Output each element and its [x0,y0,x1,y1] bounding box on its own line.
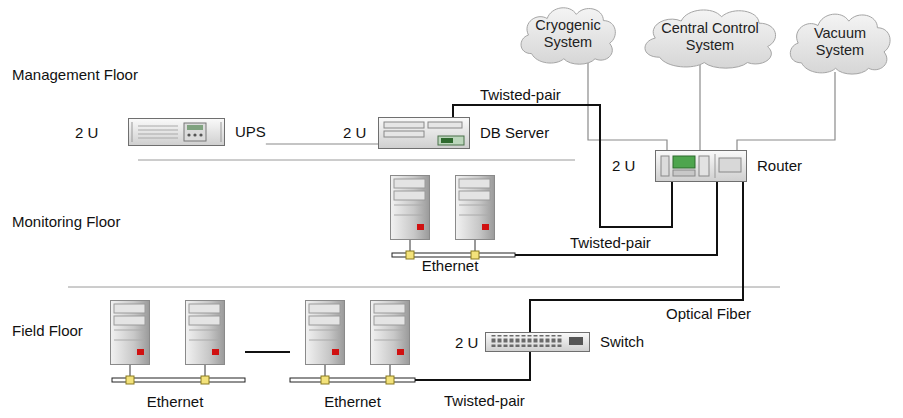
device-icon [128,118,225,146]
network-label: Ethernet [422,258,479,274]
device-label: DB Server [480,117,549,149]
network-link [453,105,672,227]
device-icon [485,332,590,352]
device-icon [655,150,747,182]
cloud-label: Vacuum System [800,25,880,59]
network-device: Switch [485,332,644,352]
network-link [515,182,717,255]
network-device: DB Server [378,117,549,149]
field-workstations [111,301,416,385]
floor-label: Field Floor [12,322,83,339]
rack-unit-label: 2 U [612,157,635,174]
rack-unit-label: 2 U [75,124,98,141]
monitoring-workstations [391,176,516,260]
floor-separator [138,160,575,161]
ethernet-group: Ethernet [105,296,245,410]
network-link [415,352,530,380]
device-label: Switch [600,332,644,352]
device-label: UPS [235,118,266,146]
ethernet-group: Ethernet [290,296,415,410]
floor-label: Monitoring Floor [12,213,120,230]
device-icon [378,117,470,149]
network-link [699,65,700,150]
cloud-outline [521,8,615,64]
network-label: Ethernet [147,394,204,410]
rack-unit-label: 2 U [455,334,478,351]
ethernet-group: Ethernet [385,172,515,274]
link-label: Twisted-pair [442,392,527,409]
network-link [737,72,835,150]
cloud-outline [790,14,890,74]
network-device: UPS [128,118,266,146]
floor-label: Management Floor [12,66,138,83]
cloud-system: Cryogenic System [516,2,620,66]
link-label: Twisted-pair [478,86,563,103]
floor-separator [68,287,780,288]
cloud-system: Vacuum System [785,8,895,76]
network-link [266,143,378,144]
cloud-label: Central Control System [653,20,767,54]
cloud-outline [645,10,776,68]
network-device: Router [655,150,802,182]
device-label: Router [757,150,802,182]
cloud-system: Central Control System [638,4,782,70]
cloud-label: Cryogenic System [531,17,605,51]
link-label: Optical Fiber [664,305,753,322]
link-label: Twisted-pair [568,234,653,251]
rack-unit-label: 2 U [343,124,366,141]
network-link [245,351,290,353]
network-label: Ethernet [324,394,381,410]
